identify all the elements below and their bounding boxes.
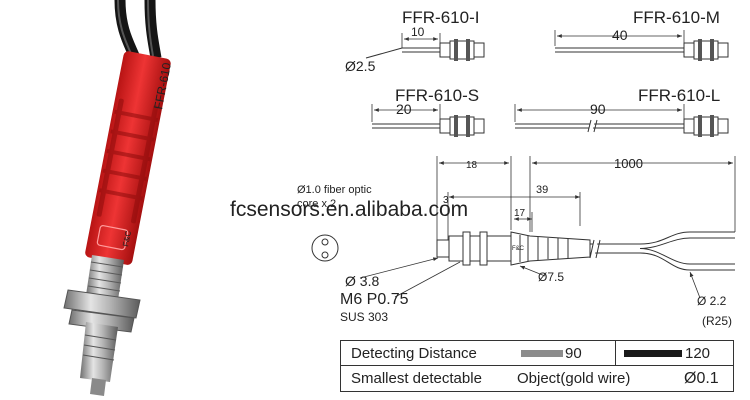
detecting-swatch-b — [624, 350, 682, 357]
detecting-value-a: 90 — [565, 345, 582, 362]
model-label-m: FFR-610-M — [633, 8, 720, 27]
body-logo: F&C — [512, 246, 525, 252]
fiber-cables — [114, 0, 162, 61]
bend-radius: (R25) — [702, 314, 732, 328]
dim-39: 39 — [536, 184, 548, 196]
dim-d75: Ø7.5 — [538, 270, 564, 284]
material-spec: SUS 303 — [340, 310, 388, 324]
dim-i-diameter: Ø2.5 — [345, 58, 376, 74]
dim-s-length: 20 — [396, 101, 412, 117]
model-variant-s: FFR-610-S 20 — [371, 86, 485, 137]
dim-l-length: 90 — [590, 101, 606, 117]
smallest-label: Smallest detectable — [351, 370, 482, 387]
spec-table: Detecting Distance 90 120 Smallest detec… — [340, 340, 734, 392]
model-label-i: FFR-610-I — [402, 8, 479, 27]
object-label: Object(gold wire) — [517, 370, 631, 387]
red-sleeve — [85, 51, 171, 265]
detecting-swatch-a — [521, 350, 563, 357]
spec-row-smallest: Smallest detectable Object(gold wire) Ø0… — [341, 366, 733, 391]
object-value: Ø0.1 — [684, 370, 719, 387]
detecting-value-b: 120 — [685, 345, 711, 362]
spec-row-detecting: Detecting Distance 90 120 — [341, 341, 733, 366]
dim-d38: Ø 3.8 — [345, 273, 379, 289]
thread-spec: M6 P0.75 — [340, 291, 409, 308]
dim-d22: Ø 2.2 — [697, 294, 727, 308]
model-label-s: FFR-610-S — [395, 86, 479, 105]
detail-drawing: 18 1000 39 3 17 Ø1.0 fiber optic core x … — [297, 156, 736, 328]
core-note-line1: Ø1.0 fiber optic — [297, 184, 372, 196]
product-photo: FFR-610 F&C — [63, 0, 174, 396]
model-variant-l: FFR-610-L 90 — [514, 86, 729, 137]
spec-divider — [615, 341, 616, 366]
watermark-text: fcsensors.en.alibaba.com — [230, 198, 468, 221]
dim-18: 18 — [466, 160, 478, 171]
detecting-label: Detecting Distance — [351, 345, 477, 362]
dim-i-length: 10 — [411, 25, 425, 39]
metal-head — [63, 255, 141, 396]
dim-17: 17 — [514, 208, 526, 219]
model-variant-i: FFR-610-I 10 Ø2.5 — [345, 8, 485, 74]
dim-m-length: 40 — [612, 27, 628, 43]
dim-1000: 1000 — [614, 156, 643, 171]
model-variant-m: FFR-610-M 40 — [554, 8, 729, 61]
dim-3: 3 — [443, 195, 449, 206]
core-cross-section — [311, 234, 339, 262]
sleeve-logo: F&C — [121, 230, 133, 248]
model-label-l: FFR-610-L — [638, 86, 720, 105]
core-note-line2: core x 2 — [297, 198, 336, 210]
